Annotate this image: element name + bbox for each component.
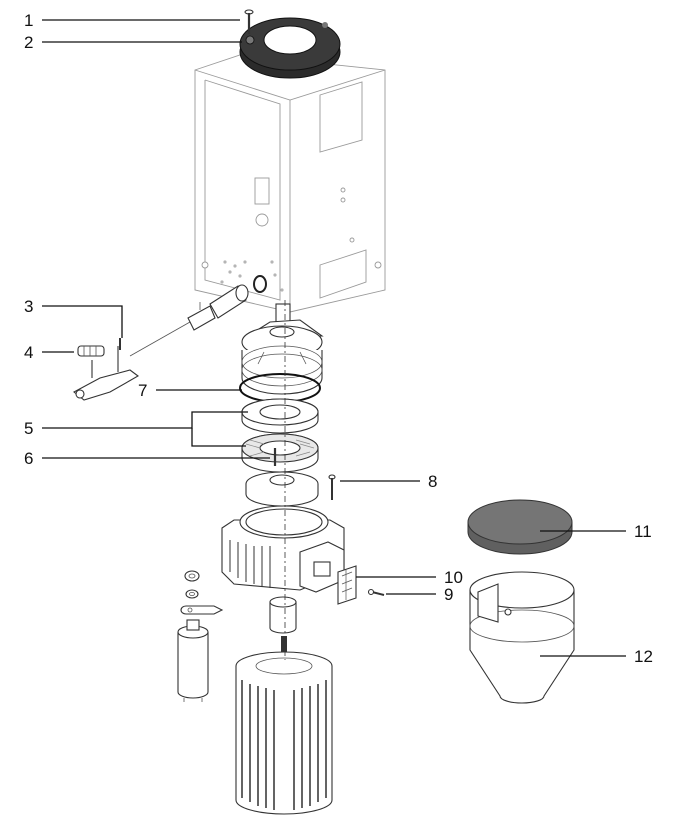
screw-part-1 (244, 9, 254, 34)
capacitor (177, 619, 209, 702)
callout-11: 11 (634, 522, 652, 541)
callout-numbers: 1 2 3 4 5 6 7 8 9 10 11 12 (24, 11, 653, 666)
callout-4: 4 (24, 343, 33, 362)
upper-burr-carrier (241, 303, 324, 395)
grille-part-10 (337, 565, 357, 605)
grinder-housing (194, 54, 386, 313)
motor (235, 636, 333, 815)
hopper-lid-part-11 (467, 499, 573, 555)
callout-10: 10 (444, 568, 463, 587)
grinding-chamber (221, 505, 345, 593)
callout-6: 6 (24, 449, 33, 468)
microswitch-bracket-assembly (73, 284, 249, 401)
screw-part-9 (367, 588, 385, 596)
callout-3: 3 (24, 297, 33, 316)
callout-2: 2 (24, 33, 33, 52)
burr-carrier-hub (245, 471, 319, 507)
leader-3 (42, 305, 123, 338)
callout-1: 1 (24, 11, 33, 30)
burr-set-part-5 (241, 398, 319, 473)
leader-5 (42, 411, 248, 429)
callout-8: 8 (428, 472, 437, 491)
hopper-part-12 (469, 571, 575, 704)
callout-leaders (42, 19, 626, 657)
callout-5: 5 (24, 419, 33, 438)
motor-coupling (269, 596, 297, 634)
callout-9: 9 (444, 585, 453, 604)
leader-5b (191, 428, 246, 447)
adjustment-gear-ring (239, 17, 341, 79)
screw-part-8 (328, 474, 336, 500)
callout-7: 7 (138, 381, 147, 400)
callout-12: 12 (634, 647, 653, 666)
small-hardware (180, 570, 224, 615)
